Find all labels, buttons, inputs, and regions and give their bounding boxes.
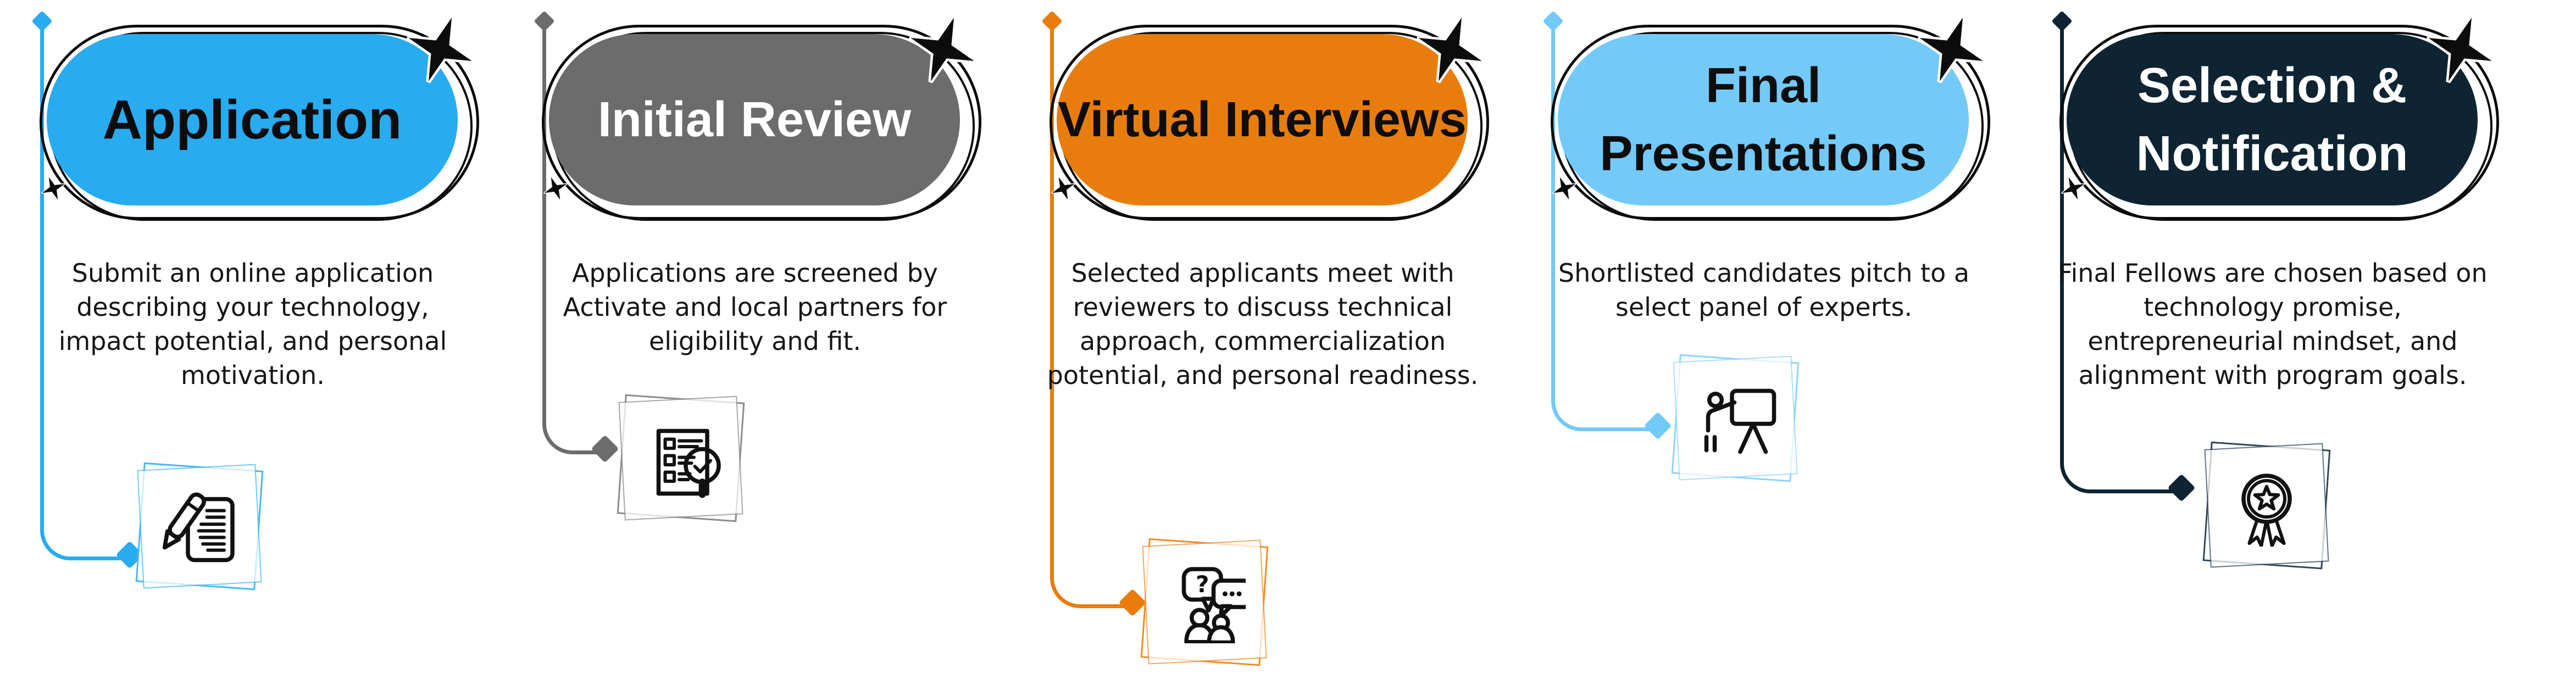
step-title: Initial Review [597,92,912,147]
award-ribbon-icon [2202,441,2331,570]
pill-outline [2059,25,2499,220]
connector-line [2060,22,2185,493]
step-description: Selected applicants meet with reviewers … [1047,258,1479,390]
small-star-icon [541,174,570,203]
step-panel-application: Application Submit an online application… [0,0,517,679]
pill-outline [542,25,981,220]
step-panel-initial-review: Initial Review Applications are screened… [502,0,1019,679]
connector-line [1050,22,1136,608]
step-header-pill: Virtual Interviews [1010,0,1526,231]
pill-outline [1050,25,1489,220]
sparkle-star-icon [901,8,984,91]
step-description: Shortlisted candidates pitch to a select… [1558,258,1970,322]
small-star-icon [1550,174,1579,203]
step-description: Applications are screened by Activate an… [563,258,947,356]
sparkle-star-icon [1409,8,1491,91]
sparkle-star-icon [399,8,481,91]
step-header-pill: Initial Review [502,0,1019,231]
step-panel-final-presentations: Final Presentations Shortlisted candidat… [1511,0,2028,679]
small-star-icon [39,174,68,203]
step-panel-selection-notification: Selection & Notification Final Fellows a… [2020,0,2536,679]
chat-people-icon: ? [1140,538,1269,666]
checklist-magnifier-icon [617,394,745,522]
step-description: Submit an online application describing … [58,258,447,390]
step-description: Final Fellows are chosen based on techno… [2058,258,2488,390]
step-title: Final Presentations [1600,58,1927,181]
sparkle-star-icon [2419,8,2501,91]
small-star-icon [1049,174,1078,203]
connector-line [40,22,134,560]
pill-outline [1551,25,1990,220]
step-header-pill: Application [0,0,517,231]
sparkle-star-icon [1910,8,1992,91]
step-title: Virtual Interviews [1058,92,1467,147]
connector-line [1551,22,1662,431]
pill-outline [40,25,479,220]
step-header-pill: Selection & Notification [2020,0,2536,231]
step-header-pill: Final Presentations [1511,0,2028,231]
step-panel-virtual-interviews: Virtual Interviews Selected applicants m… [1010,0,1526,679]
small-star-icon [2059,174,2088,203]
svg-text:?: ? [1196,571,1209,598]
step-title: Selection & Notification [2136,58,2408,181]
presentation-board-icon [1671,354,1800,482]
step-title: Application [102,89,402,151]
pencil-document-icon [135,462,264,591]
connector-line [542,22,609,454]
